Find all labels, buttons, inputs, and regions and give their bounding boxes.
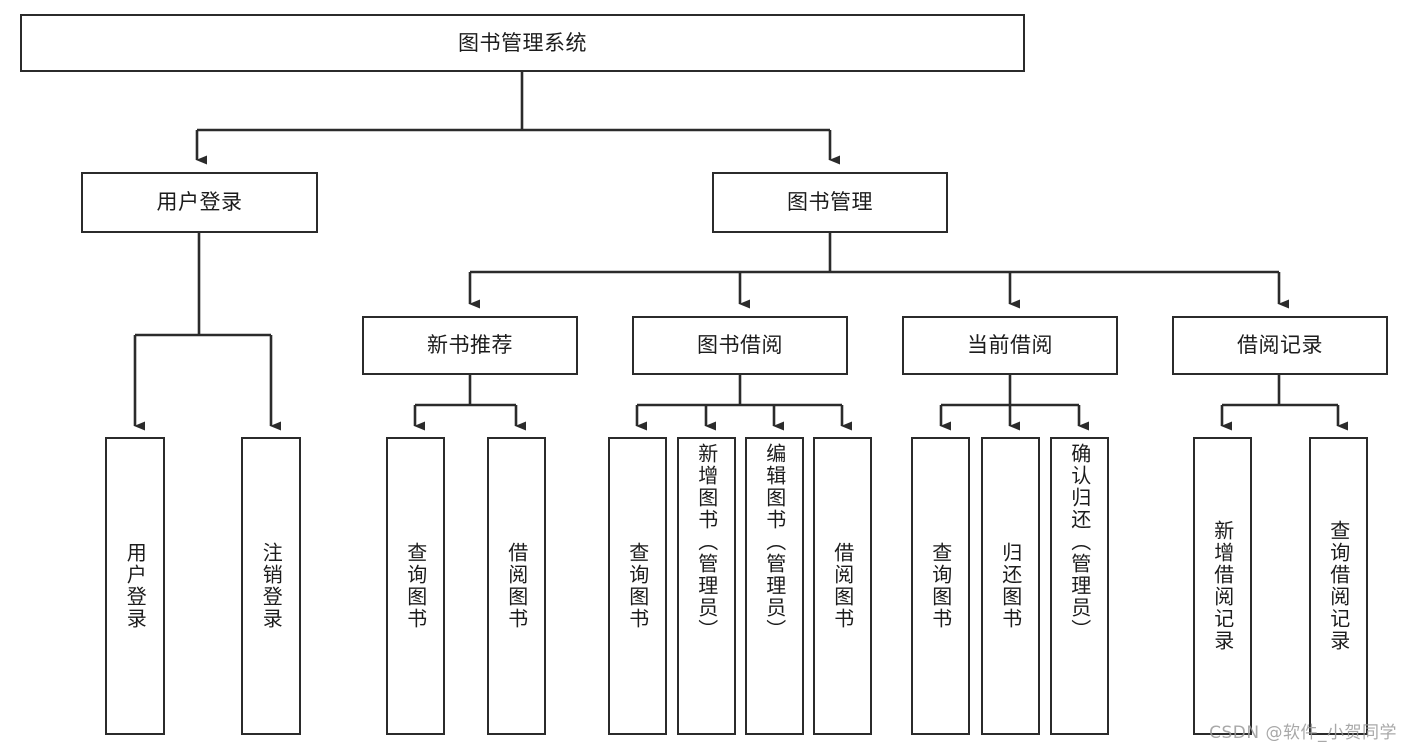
node-label: 查询图书	[625, 542, 650, 630]
node-label: 新书推荐	[427, 333, 513, 358]
leaf-new-book-borrow[interactable]: 借阅图书	[487, 437, 546, 735]
leaf-borrow-record-add[interactable]: 新增借阅记录	[1193, 437, 1252, 735]
node-label: 归还图书	[998, 542, 1023, 630]
leaf-user-login-signout[interactable]: 注销登录	[241, 437, 301, 735]
node-label: 借阅记录	[1237, 333, 1323, 358]
leaf-borrow-record-query[interactable]: 查询借阅记录	[1309, 437, 1368, 735]
node-label: 图书管理系统	[458, 30, 587, 55]
node-root-library-system[interactable]: 图书管理系统	[20, 14, 1025, 72]
node-book-manage[interactable]: 图书管理	[712, 172, 948, 233]
node-borrow-record[interactable]: 借阅记录	[1172, 316, 1388, 375]
node-user-login[interactable]: 用户登录	[81, 172, 318, 233]
node-book-borrow[interactable]: 图书借阅	[632, 316, 848, 375]
node-label: 用户登录	[156, 190, 243, 215]
leaf-current-borrow-confirm[interactable]: 确认归还（管理员）	[1050, 437, 1109, 735]
node-label: 借阅图书	[830, 542, 855, 630]
leaf-current-borrow-return[interactable]: 归还图书	[981, 437, 1040, 735]
leaf-book-borrow-query[interactable]: 查询图书	[608, 437, 667, 735]
node-label: 确认归还（管理员）	[1067, 443, 1092, 641]
node-new-book-recommend[interactable]: 新书推荐	[362, 316, 578, 375]
node-label: 注销登录	[259, 542, 284, 630]
node-label: 图书借阅	[697, 333, 783, 358]
leaf-book-borrow-borrow[interactable]: 借阅图书	[813, 437, 872, 735]
node-label: 查询图书	[928, 542, 953, 630]
node-label: 用户登录	[123, 542, 148, 630]
node-label: 借阅图书	[504, 542, 529, 630]
node-label: 新增借阅记录	[1210, 520, 1235, 652]
node-label: 图书管理	[787, 190, 873, 215]
node-label: 查询借阅记录	[1326, 520, 1351, 652]
leaf-new-book-query[interactable]: 查询图书	[386, 437, 445, 735]
node-label: 新增图书（管理员）	[694, 443, 719, 641]
node-label: 当前借阅	[967, 333, 1053, 358]
leaf-book-borrow-add[interactable]: 新增图书（管理员）	[677, 437, 736, 735]
node-label: 编辑图书（管理员）	[762, 443, 787, 641]
leaf-user-login-signin[interactable]: 用户登录	[105, 437, 165, 735]
leaf-current-borrow-query[interactable]: 查询图书	[911, 437, 970, 735]
node-current-borrow[interactable]: 当前借阅	[902, 316, 1118, 375]
node-label: 查询图书	[403, 542, 428, 630]
leaf-book-borrow-edit[interactable]: 编辑图书（管理员）	[745, 437, 804, 735]
